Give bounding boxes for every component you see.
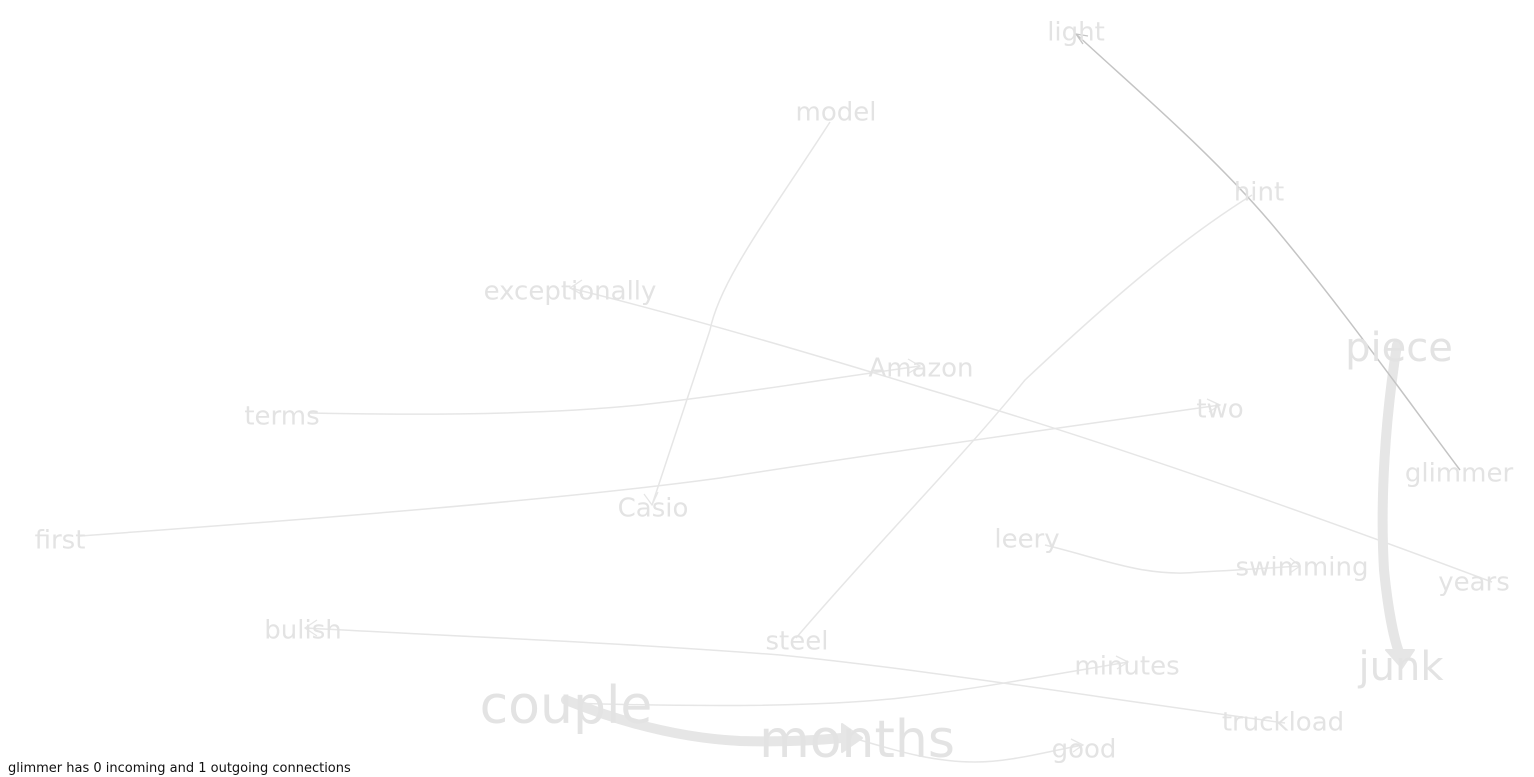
node-couple[interactable]: couple (480, 676, 653, 736)
node-light[interactable]: light (1047, 18, 1105, 48)
node-exceptionally[interactable]: exceptionally (484, 277, 657, 307)
node-first[interactable]: first (35, 526, 86, 556)
arrowhead-swimming (1289, 557, 1302, 574)
node-bulish[interactable]: bulish (264, 616, 341, 646)
node-minutes[interactable]: minutes (1074, 652, 1179, 682)
node-good[interactable]: good (1052, 735, 1117, 765)
arrowhead-exceptionally (568, 279, 584, 296)
edge-steel-hint (795, 194, 1253, 639)
edge-layer (79, 33, 1493, 763)
arrowhead-good (1070, 738, 1085, 753)
edge-months-good (859, 739, 1084, 763)
node-junk[interactable]: junk (1358, 644, 1445, 690)
node-two[interactable]: two (1196, 395, 1243, 425)
arrowhead-two (1206, 398, 1222, 413)
status-text: glimmer has 0 incoming and 1 outgoing co… (8, 761, 351, 776)
node-steel[interactable]: steel (766, 627, 829, 657)
node-terms[interactable]: terms (244, 402, 319, 432)
arrowhead-amazon (907, 358, 922, 374)
edge-years-exceptionally (569, 287, 1493, 583)
edge-truckload-bulish (304, 627, 1286, 724)
node-months[interactable]: months (759, 710, 955, 770)
arrowhead-junk (1385, 649, 1415, 669)
node-piece[interactable]: piece (1345, 325, 1453, 371)
node-model[interactable]: model (796, 98, 877, 128)
arrowhead-light (1074, 33, 1089, 45)
arrowhead-casio (643, 491, 659, 507)
node-casio[interactable]: Casio (618, 494, 689, 524)
arrowhead-months (841, 723, 863, 753)
node-glimmer[interactable]: glimmer (1405, 459, 1514, 489)
node-leery[interactable]: leery (994, 525, 1059, 555)
edge-model-casio (651, 121, 831, 506)
node-amazon[interactable]: Amazon (868, 354, 973, 384)
arrowhead-bulish (303, 619, 318, 637)
node-swimming[interactable]: swimming (1236, 553, 1369, 583)
edge-glimmer-light (1075, 33, 1461, 471)
node-layer: light model hint exceptionally Amazon pi… (35, 18, 1514, 771)
node-truckload[interactable]: truckload (1222, 708, 1344, 738)
edge-leery-swimming (1044, 544, 1301, 574)
node-hint[interactable]: hint (1234, 178, 1284, 208)
edge-couple-minutes (567, 661, 1129, 707)
edge-terms-amazon (309, 365, 921, 415)
arrowhead-minutes (1115, 655, 1130, 670)
node-years[interactable]: years (1438, 568, 1510, 598)
edge-first-two (79, 404, 1221, 537)
edge-couple-months (561, 695, 847, 747)
edge-piece-junk (1377, 340, 1405, 660)
